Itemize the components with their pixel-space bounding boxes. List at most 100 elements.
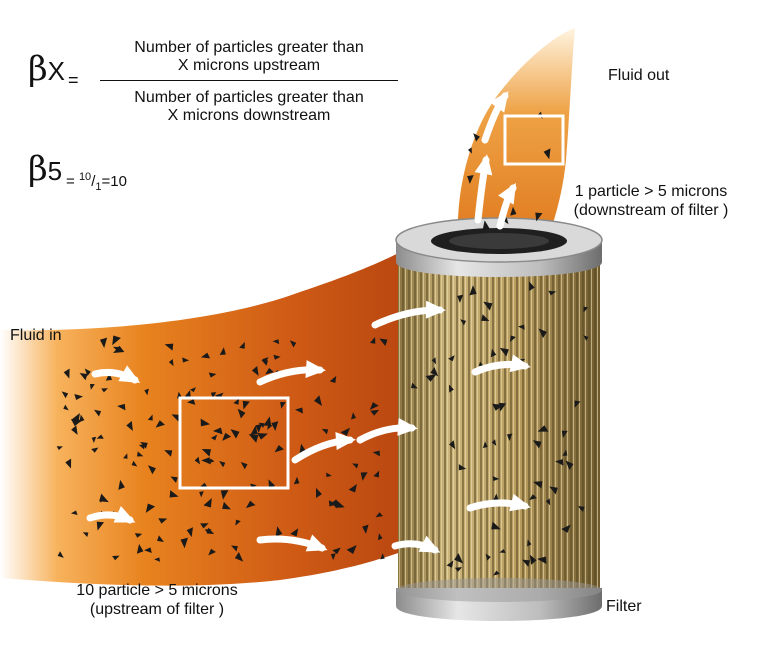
particle [332,547,341,555]
particle [483,301,493,311]
particle [126,421,133,432]
particle [274,445,284,453]
particle [533,481,543,489]
particle [482,220,490,232]
particle [200,523,209,529]
particle [482,441,488,449]
label-downstream-line-1: 1 particle > 5 microns [574,183,728,200]
particle [454,553,464,564]
particle [70,510,78,515]
particle [574,400,581,408]
particle [352,463,359,469]
particle [537,556,547,564]
particle [258,422,265,428]
particle [518,324,525,330]
flow-arrow-head [118,365,141,383]
particle [91,447,99,453]
numerator-line-1: Number of particles greater than [134,39,364,56]
particle [467,147,472,154]
particle [99,337,108,348]
flow-arrow-head [113,506,136,523]
particle [164,343,174,351]
particle [147,465,156,475]
particle [272,339,280,345]
particle [510,206,517,216]
particle [63,368,70,379]
particle [208,372,217,378]
label-filter: Filter [606,598,642,615]
upstream-sample-box [178,396,290,490]
particle [105,372,112,381]
particle [467,175,474,184]
particle [529,494,537,501]
particle [242,400,250,410]
particle [379,338,388,346]
label-fluid-out: Fluid out [608,67,670,84]
particle [113,346,119,352]
particle [96,521,104,531]
particle [233,398,240,405]
particle [170,476,178,484]
particle [454,567,463,572]
particle [377,533,383,541]
downstream-sample-box [503,114,565,166]
particle [200,418,211,427]
flow-arrow-head [335,432,356,450]
particle [164,450,173,457]
flow-arrow-head [305,360,326,379]
particle [136,543,144,554]
particle [220,490,229,500]
particle [74,393,84,401]
particle [529,281,535,292]
particle [112,335,121,346]
particle [91,436,97,443]
particle [201,457,211,465]
particle [147,414,153,421]
beta-example-symbol: β5 [28,149,63,189]
particle [239,341,245,349]
particle [561,524,571,533]
particle [346,545,357,554]
particle [545,498,551,506]
beta-symbol: βX [28,49,65,89]
particle [201,448,212,457]
particle [245,500,256,509]
particle [503,217,509,225]
label-upstream-line-1: 10 particle > 5 microns [76,582,238,599]
particle [194,456,201,465]
particle [144,547,152,553]
particle [248,434,259,443]
particle [506,433,513,441]
particle [255,423,263,434]
particle [375,512,383,518]
particle [169,490,179,498]
particle [449,440,456,450]
particle [190,387,196,393]
particle [380,553,385,560]
particle [99,493,109,503]
particle [340,427,350,437]
particle [84,368,91,377]
particle [370,409,380,416]
particle [57,551,64,558]
particle [369,336,376,344]
flow-arrow-head [509,493,531,512]
particle [330,553,336,561]
particle [548,290,557,296]
particle [314,395,323,406]
particle [535,212,543,222]
particle [490,348,497,358]
particle [510,335,516,343]
particle [350,412,357,420]
particle [230,429,240,439]
particle [251,365,259,376]
fraction-bar [100,80,398,81]
particle [93,409,102,417]
particle [335,500,345,508]
denominator-line-1: Number of particles greater than [134,89,364,106]
beta-subscript-x: X [47,56,65,86]
particle [293,476,300,485]
particle [89,383,95,390]
particle [222,501,231,510]
